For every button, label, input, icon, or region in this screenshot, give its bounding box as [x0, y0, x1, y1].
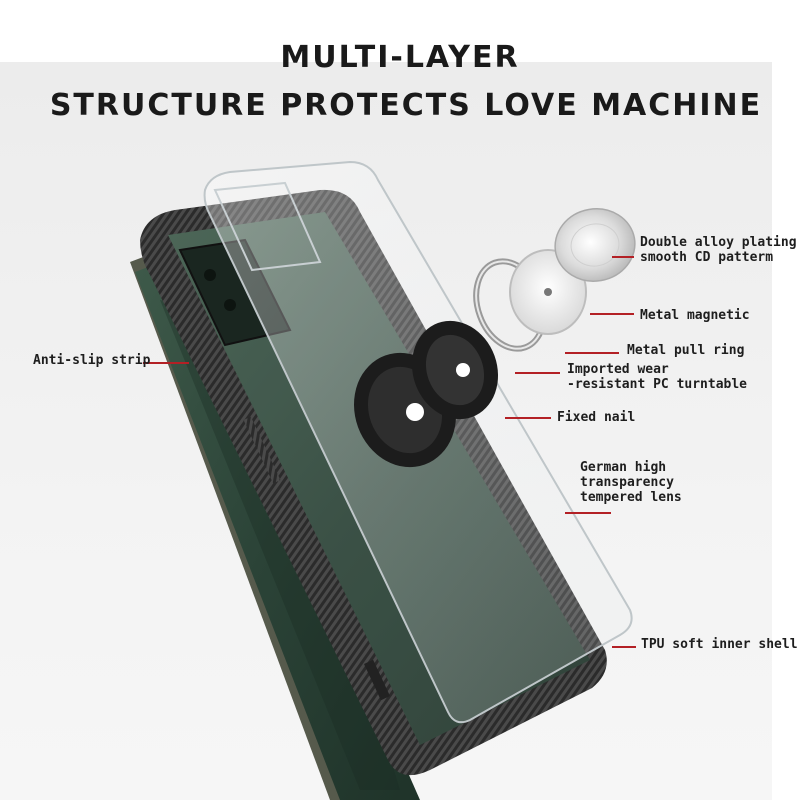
background-right-strip [772, 62, 800, 800]
leader-tpu [612, 646, 636, 648]
leader-fixed-nail [505, 417, 551, 419]
label-metal-magnetic: Metal magnetic [640, 308, 750, 323]
leader-turntable [515, 372, 560, 374]
headline-line-1: MULTI-LAYER [280, 40, 520, 75]
label-turntable: Imported wear -resistant PC turntable [567, 362, 748, 392]
label-double-alloy: Double alloy plating smooth CD patterm [640, 235, 797, 265]
label-tpu-shell: TPU soft inner shell [641, 637, 798, 652]
cd-alloy-disc [554, 208, 636, 282]
leader-pull-ring [565, 352, 619, 354]
leader-double-alloy [612, 256, 634, 258]
label-metal-pull-ring: Metal pull ring [627, 343, 745, 358]
leader-anti-slip [143, 362, 189, 364]
leader-metal-magnetic [590, 313, 634, 315]
label-anti-slip: Anti-slip strip [33, 353, 151, 368]
headline-line-2: STRUCTURE PROTECTS LOVE MACHINE [49, 88, 763, 123]
label-fixed-nail: Fixed nail [557, 410, 636, 425]
black-turntable [353, 320, 499, 468]
label-lens: German high transparency tempered lens [580, 460, 682, 505]
leader-lens [565, 512, 611, 514]
